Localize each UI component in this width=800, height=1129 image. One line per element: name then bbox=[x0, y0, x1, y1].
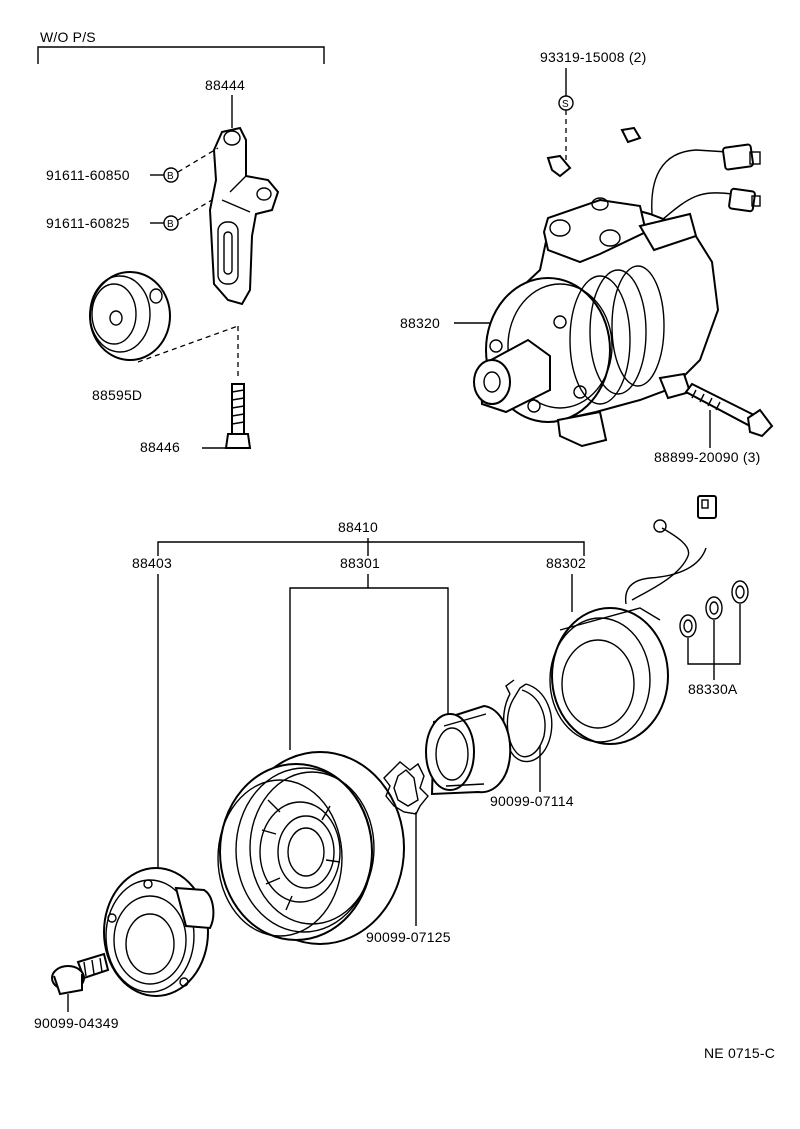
section-label: W/O P/S bbox=[40, 29, 96, 45]
label-93319-15008: 93319-15008 (2) bbox=[540, 49, 647, 65]
snap-ring-small-drawing bbox=[383, 761, 429, 815]
pulley-drawing bbox=[217, 751, 405, 945]
label-88302: 88302 bbox=[546, 555, 586, 571]
drawing-code: NE 0715-C bbox=[704, 1045, 775, 1061]
symbol-b: B bbox=[167, 171, 174, 182]
label-88444: 88444 bbox=[205, 77, 245, 93]
label-88899-20090: 88899-20090 (3) bbox=[654, 449, 761, 465]
pressure-plate-drawing bbox=[103, 867, 215, 997]
label-88403: 88403 bbox=[132, 555, 172, 571]
label-88330a: 88330A bbox=[688, 681, 738, 697]
symbol-s: S bbox=[562, 99, 569, 110]
compressor-drawing bbox=[473, 126, 761, 448]
idler-bolt-drawing bbox=[224, 383, 252, 449]
bolt-symbol-b-icon bbox=[163, 215, 179, 231]
symbol-b: B bbox=[167, 219, 174, 230]
section-bracket: W/O P/S bbox=[37, 29, 325, 64]
label-91611-60850: 91611-60850 bbox=[46, 167, 130, 183]
label-88320: 88320 bbox=[400, 315, 440, 331]
bracket-drawing bbox=[208, 126, 280, 306]
label-88410: 88410 bbox=[338, 519, 378, 535]
label-90099-07114: 90099-07114 bbox=[490, 793, 574, 809]
label-90099-07125: 90099-07125 bbox=[366, 929, 451, 945]
label-88301: 88301 bbox=[340, 555, 380, 571]
label-88446: 88446 bbox=[140, 439, 180, 455]
label-88595d: 88595D bbox=[92, 387, 142, 403]
field-coil-drawing bbox=[549, 495, 717, 745]
idler-pulley-drawing bbox=[89, 271, 171, 361]
label-91611-60825: 91611-60825 bbox=[46, 215, 130, 231]
bearing-drawing bbox=[425, 704, 512, 796]
shim-set-drawing bbox=[679, 580, 749, 638]
center-bolt-drawing bbox=[51, 952, 110, 996]
bolt-symbol-b-icon bbox=[163, 167, 179, 183]
label-90099-04349: 90099-04349 bbox=[34, 1015, 119, 1031]
mount-bolt-drawing bbox=[684, 382, 774, 438]
